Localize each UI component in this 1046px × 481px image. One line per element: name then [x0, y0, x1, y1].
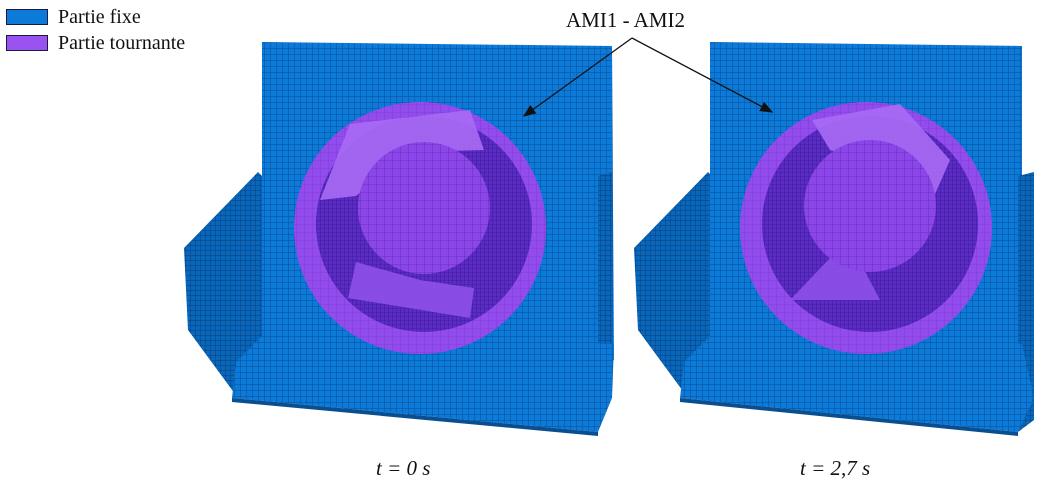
base-plate [680, 336, 1034, 432]
callout-label: AMI1 - AMI2 [566, 8, 685, 32]
callout-arrow-left [522, 37, 633, 117]
left-side-wall [634, 172, 716, 398]
base-front-edge [232, 398, 598, 436]
view-t0 [184, 42, 614, 436]
left-side-wall [184, 172, 266, 398]
legend-swatch-rotating [6, 35, 48, 51]
callout-arrow-right [631, 37, 774, 113]
legend-swatch-fixed [6, 9, 48, 25]
base-front-edge [680, 398, 1018, 436]
rotating-hub [358, 142, 490, 274]
caption-left: t = 0 s [376, 456, 431, 480]
rotating-hub [804, 140, 936, 272]
base-plate [232, 336, 614, 432]
legend-label-rotating: Partie tournante [58, 31, 186, 54]
rotating-vane-lower [348, 262, 474, 318]
legend: Partie fixe Partie tournante [6, 4, 185, 56]
legend-item-fixed: Partie fixe [6, 4, 185, 30]
legend-item-rotating: Partie tournante [6, 30, 185, 56]
view-t27 [634, 42, 1034, 436]
legend-label-fixed: Partie fixe [58, 5, 141, 28]
caption-right: t = 2,7 s [800, 456, 871, 480]
